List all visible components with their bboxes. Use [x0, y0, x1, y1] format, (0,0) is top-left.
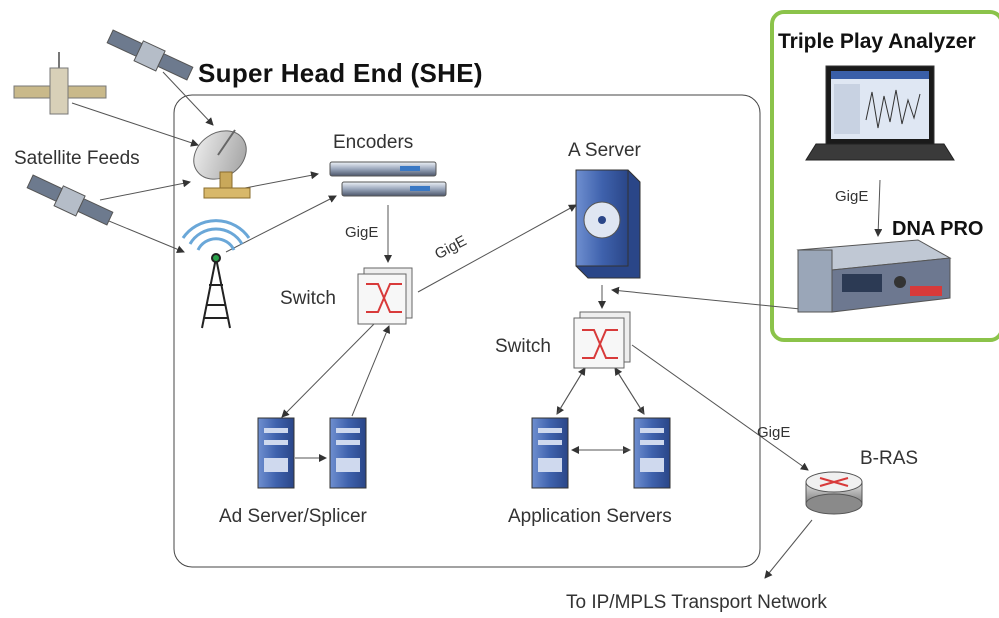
- switch-icon: [357, 267, 413, 325]
- satellite-icon: [26, 174, 114, 226]
- link-laptop-dna: [874, 179, 883, 237]
- application-server-icon: [633, 417, 671, 489]
- dna-pro-device-icon: [796, 239, 952, 313]
- link-sat3-dish: [99, 179, 191, 201]
- diagram-title: Super Head End (SHE): [198, 58, 483, 88]
- she-boundary: [173, 94, 761, 568]
- link-label-brass: GigE: [757, 424, 791, 441]
- ad-server-label: Ad Server/Splicer: [219, 506, 367, 527]
- switch-left-label: Switch: [280, 288, 336, 309]
- link-label-encoders: GigE: [345, 224, 379, 241]
- link-sat1-dish: [71, 102, 199, 147]
- encoder-icon: [329, 161, 447, 197]
- link-switch-brass: [631, 344, 809, 471]
- ad-server-icon: [329, 417, 367, 489]
- link-dish-encoder: [244, 171, 319, 189]
- a-server-icon: [575, 169, 641, 279]
- encoders-label: Encoders: [333, 132, 414, 153]
- link-app1-switch: [556, 367, 586, 415]
- switch-icon: [573, 311, 631, 369]
- switch-right-label: Switch: [495, 336, 551, 357]
- link-switch-aserver: [417, 204, 577, 293]
- link-brass-transport: [764, 519, 813, 579]
- transport-label: To IP/MPLS Transport Network: [566, 592, 827, 613]
- satellite-icon: [13, 52, 107, 115]
- link-sat2-dish: [162, 71, 214, 126]
- link-tower-encoder: [225, 195, 337, 253]
- satellite-dish-icon: [193, 129, 251, 199]
- a-server-label: A Server: [568, 140, 641, 161]
- dna-pro-label: DNA PRO: [892, 218, 984, 240]
- satellite-feeds-label: Satellite Feeds: [14, 148, 140, 169]
- app-servers-label: Application Servers: [508, 506, 672, 527]
- router-icon: [805, 471, 863, 515]
- ad-server-icon: [257, 417, 295, 489]
- link-label-analyzer: GigE: [835, 188, 869, 205]
- link-app2-switch: [614, 367, 645, 415]
- application-server-icon: [531, 417, 569, 489]
- link-switch-adserver-a: [281, 323, 375, 418]
- link-dna-switch: [611, 286, 831, 313]
- analyzer-label: Triple Play Analyzer: [778, 30, 976, 53]
- laptop-icon: [805, 65, 955, 161]
- link-adserver-switch-b: [351, 325, 391, 417]
- antenna-tower-icon: [181, 219, 251, 329]
- analyzer-box: [770, 10, 999, 342]
- brass-label: B-RAS: [860, 448, 919, 469]
- satellite-icon: [106, 29, 194, 81]
